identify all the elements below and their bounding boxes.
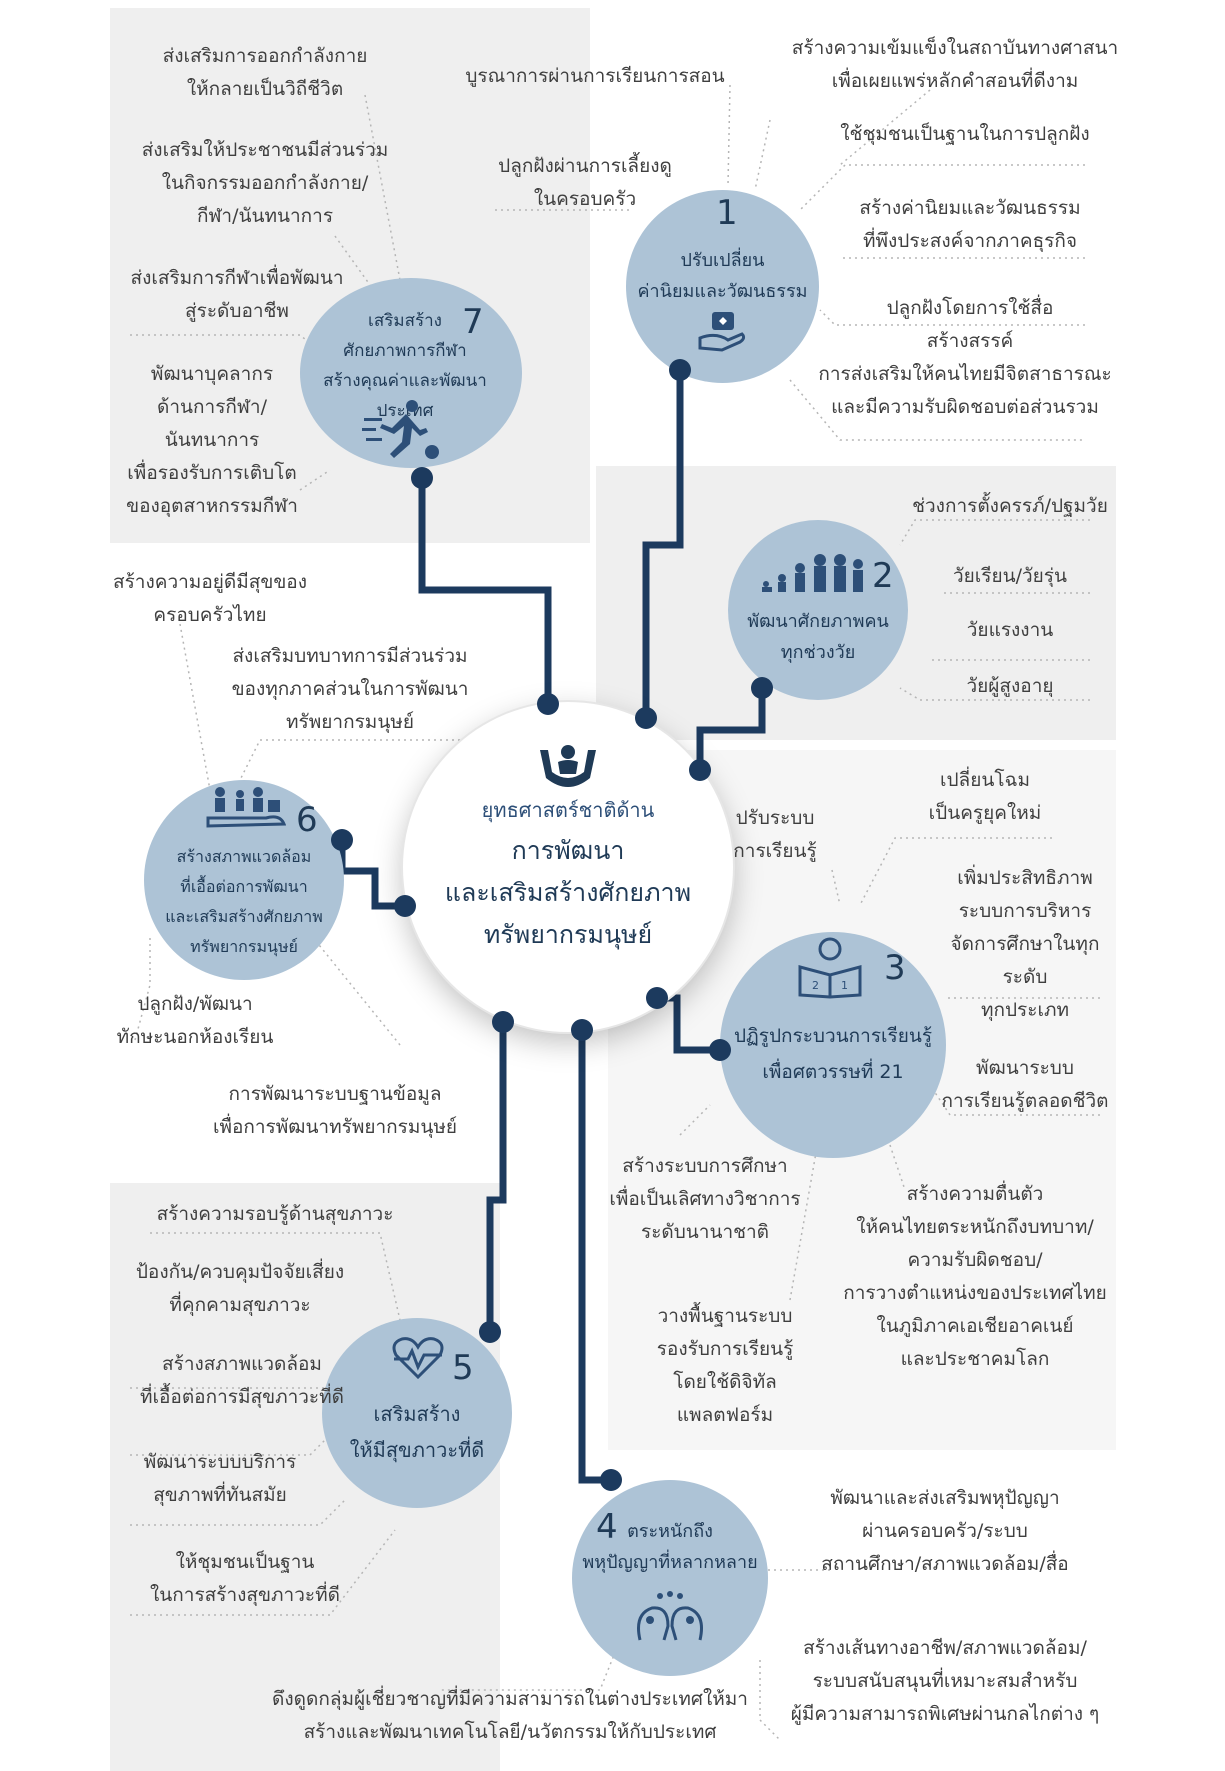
dot-1-bottom: [635, 707, 657, 729]
s5-label-3: สร้างสภาพแวดล้อม ที่เอื้อต่อการมีสุขภาวะ…: [139, 1353, 344, 1408]
strategy-4-title: ตระหนักถึง พหุปัญญาที่หลากหลาย: [582, 1521, 758, 1573]
s7-label-1: ส่งเสริมการออกกำลังกาย ให้กลายเป็นวิถีชี…: [162, 45, 368, 100]
dot-4-start: [571, 1019, 593, 1041]
dot-6-end: [331, 829, 353, 851]
hand-heart-icon: [698, 312, 746, 352]
s3-label-1: เปลี่ยนโฉม เป็นครูยุคใหม่: [928, 769, 1042, 824]
s1-label-3: สร้างความเข้มแข็งในสถาบันทางศาสนา เพื่อเ…: [791, 37, 1119, 92]
dot-6-start: [394, 895, 416, 917]
s1-label-2: ปลูกฝังผ่านการเลี้ยงดู ในครอบครัว: [498, 155, 672, 210]
dot-5-start: [492, 1011, 514, 1033]
brain-heads-icon: [637, 1591, 703, 1641]
dot-1-top: [669, 359, 691, 381]
heartbeat-icon: [392, 1337, 444, 1379]
center-subtitle: ยุทธศาสตร์ชาติด้าน: [481, 798, 655, 822]
s5-label-5: ให้ชุมชนเป็นฐาน ในการสร้างสุขภาวะที่ดี: [150, 1551, 340, 1606]
strategy-5-number: 5: [452, 1348, 474, 1388]
s3-label-4: พัฒนาระบบ การเรียนรู้ตลอดชีวิต: [941, 1057, 1109, 1112]
line-strategy-6: [338, 840, 405, 910]
panel-strategy-7: [110, 8, 590, 543]
strategy-5-circle[interactable]: [322, 1318, 512, 1508]
s1-label-4: ใช้ชุมชนเป็นฐานในการปลูกฝัง: [840, 123, 1090, 145]
growth-stages-icon: [762, 554, 863, 592]
dot-3-end: [709, 1039, 731, 1061]
dot-7-end: [411, 467, 433, 489]
line-strategy-7: [418, 478, 552, 704]
strategy-4-number: 4: [596, 1507, 618, 1547]
strategy-3-title: ปฏิรูปกระบวนการเรียนรู้ เพื่อศตวรรษที่ 2…: [733, 1025, 933, 1083]
s6-label-2: ส่งเสริมบทบาทการมีส่วนร่วม ของทุกภาคส่วน…: [231, 645, 469, 733]
s6-label-3: ปลูกฝัง/พัฒนา ทักษะนอกห้องเรียน: [116, 993, 274, 1048]
s3-label-6: สร้างความตื่นตัว ให้คนไทยตระหนักถึงบทบาท…: [843, 1183, 1107, 1370]
strategy-6-title: สร้างสภาพแวดล้อม ที่เอื้อต่อการพัฒนา และ…: [165, 847, 323, 956]
s6-label-1: สร้างความอยู่ดีมีสุขของ ครอบครัวไทย: [113, 571, 307, 626]
people-hands-icon: [540, 745, 596, 787]
strategy-4-circle[interactable]: [572, 1480, 768, 1676]
strategy-3-number: 3: [884, 948, 906, 988]
dot-4-end: [600, 1469, 622, 1491]
strategy-7-title: เสริมสร้าง ศักยภาพการกีฬา สร้างคุณค่าและ…: [323, 311, 487, 421]
dot-3-start: [646, 987, 668, 1009]
strategy-2-title: พัฒนาศักยภาพคน ทุกช่วงวัย: [747, 611, 889, 663]
strategy-1-title: ปรับเปลี่ยน ค่านิยมและวัฒนธรรม: [637, 250, 808, 302]
s7-label-3: ส่งเสริมการกีฬาเพื่อพัฒนา สู่ระดับอาชีพ: [130, 267, 344, 322]
family-hand-icon: [206, 787, 286, 828]
line-strategy-2: [696, 688, 766, 770]
s4-label-3: ดึงดูดกลุ่มผู้เชี่ยวชาญที่มีความสามารถใน…: [272, 1688, 748, 1743]
strategy-1-number: 1: [716, 193, 738, 233]
s7-label-4: พัฒนาบุคลากร ด้านการกีฬา/นันทนาการ เพื่อ…: [126, 363, 298, 517]
s5-label-1: สร้างความรอบรู้ด้านสุขภาวะ: [156, 1203, 394, 1225]
strategy-3-circle[interactable]: [720, 932, 946, 1158]
strategy-6-circle[interactable]: [144, 780, 344, 980]
line-strategy-1: [642, 370, 684, 718]
dot-2-bottom: [689, 759, 711, 781]
strategy-7-number: 7: [462, 302, 484, 342]
s3-label-5: สร้างระบบการศึกษา เพื่อเป็นเลิศทางวิชากา…: [609, 1155, 801, 1243]
runner-icon: [362, 400, 439, 459]
s4-label-1: พัฒนาและส่งเสริมพหุปัญญา ผ่านครอบครัว/ระ…: [821, 1487, 1069, 1575]
center-title: การพัฒนา และเสริมสร้างศักยภาพ ทรัพยากรมน…: [444, 836, 692, 949]
strategy-6-number: 6: [296, 800, 318, 840]
dot-7-start: [537, 693, 559, 715]
line-strategy-5: [486, 1022, 507, 1332]
s7-label-2: ส่งเสริมให้ประชาชนมีส่วนร่วม ในกิจกรรมออ…: [141, 139, 389, 227]
s4-label-2: สร้างเส้นทางอาชีพ/สภาพแวดล้อม/ ระบบสนับส…: [790, 1637, 1100, 1725]
strategy-7-circle[interactable]: [300, 278, 522, 468]
center-circle[interactable]: ยุทธศาสตร์ชาติด้าน การพัฒนา และเสริมสร้า…: [403, 702, 733, 1032]
strategy-2-circle[interactable]: [728, 520, 908, 700]
line-strategy-4: [578, 1030, 611, 1484]
s3-label-3: เพิ่มประสิทธิภาพ ระบบการบริหาร จัดการศึก…: [950, 867, 1100, 1021]
s6-label-4: การพัฒนาระบบฐานข้อมูล เพื่อการพัฒนาทรัพย…: [212, 1083, 458, 1138]
s2-label-4: วัยผู้สูงอายุ: [966, 675, 1054, 697]
strategy-2-number: 2: [872, 556, 894, 596]
dot-5-end: [479, 1321, 501, 1343]
svg-text:2: 2: [812, 979, 819, 992]
svg-text:1: 1: [841, 979, 848, 992]
s1-label-1: บูรณาการผ่านการเรียนการสอน: [465, 65, 725, 87]
s1-label-6: ปลูกฝังโดยการใช้สื่อสร้างสรรค์: [886, 297, 1054, 352]
reading-book-icon: 2 1: [798, 937, 862, 999]
s2-label-2: วัยเรียน/วัยรุ่น: [952, 565, 1068, 587]
s2-label-1: ช่วงการตั้งครรภ์/ปฐมวัย: [912, 495, 1108, 517]
s5-label-2: ป้องกัน/ควบคุมปัจจัยเสี่ยง ที่คุกคามสุขภ…: [135, 1261, 345, 1316]
s2-label-3: วัยแรงงาน: [966, 619, 1054, 641]
s3-label-2: ปรับระบบ การเรียนรู้: [733, 807, 817, 862]
dot-2-top: [751, 677, 773, 699]
s3-label-7: วางพื้นฐานระบบ รองรับการเรียนรู้ โดยใช้ด…: [656, 1305, 794, 1426]
s1-label-5: สร้างค่านิยมและวัฒนธรรม ที่พึงประสงค์จาก…: [859, 197, 1081, 252]
s1-label-7: การส่งเสริมให้คนไทยมีจิตสาธารณะ และมีควา…: [818, 363, 1112, 418]
s5-label-4: พัฒนาระบบบริการ สุขภาพที่ทันสมัย: [143, 1451, 297, 1506]
strategy-5-title: เสริมสร้าง ให้มีสุขภาวะที่ดี: [349, 1402, 485, 1462]
